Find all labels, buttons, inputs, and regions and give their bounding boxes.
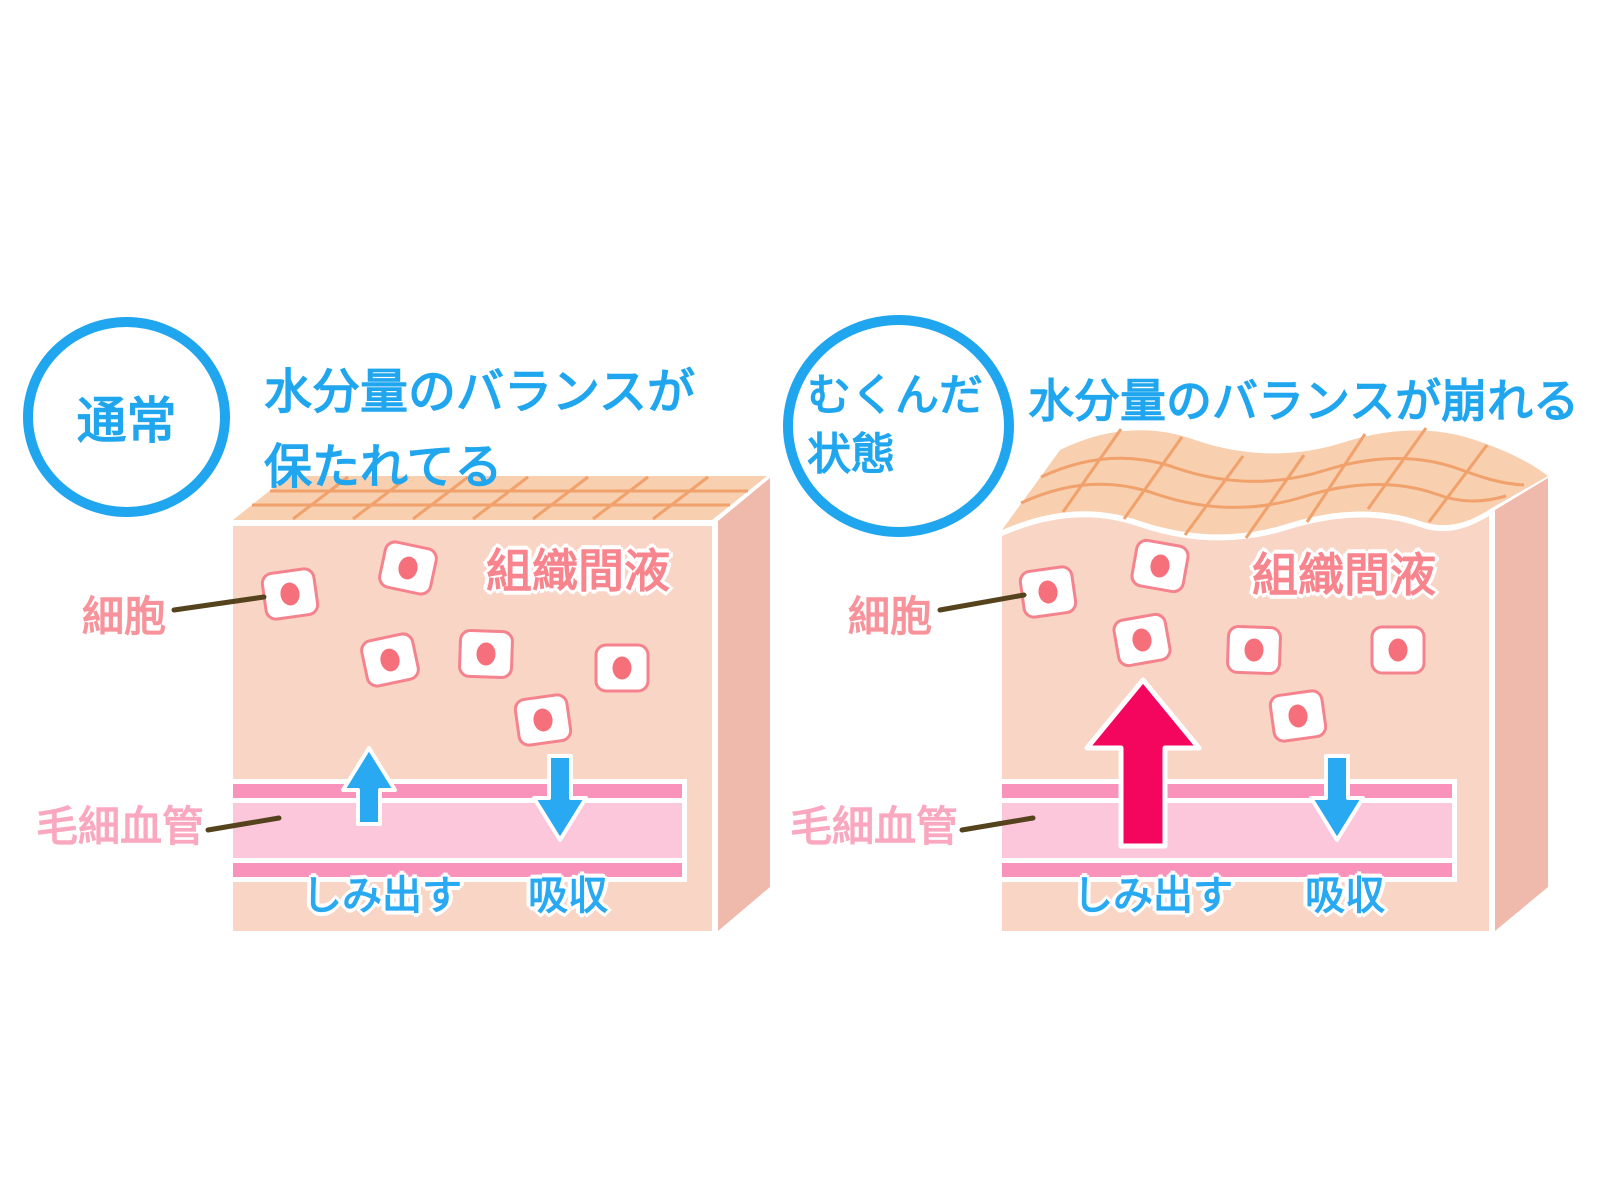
capillary-lumen [233, 803, 682, 858]
right-headline: 水分量のバランスが崩れる [1028, 372, 1579, 432]
swollen-state-badge: むくんだ 状態 [783, 315, 1014, 537]
seep-out-label: しみ出す [302, 874, 462, 918]
normal-state-badge: 通常 [23, 317, 230, 517]
badge-label: 通常 [76, 393, 177, 449]
capillary-label: 毛細血管 [790, 803, 959, 850]
seep-out-label: しみ出す [1073, 874, 1233, 918]
absorb-label: 吸収 [1305, 874, 1385, 918]
cell-icon [1112, 612, 1172, 668]
headline-line: 水分量のバランスが [264, 366, 696, 419]
interstitial-fluid-label: 組織間液 [486, 545, 670, 597]
interstitial-fluid-label: 組織間液 [1252, 549, 1436, 601]
capillary-wall-top [233, 784, 682, 798]
absorb-arrow-icon [532, 754, 588, 842]
skin-texture-grid [252, 475, 748, 521]
cell-icon [1226, 624, 1282, 676]
headline-line: 水分量のバランスが崩れる [1028, 375, 1580, 427]
capillary-vessel [997, 779, 1457, 882]
seep-arrow-icon [341, 746, 397, 826]
cell-icon [378, 540, 438, 596]
capillary-leader-line [205, 815, 282, 833]
capillary-vessel [228, 779, 687, 882]
skin-top-face [1002, 430, 1548, 535]
cell-icon [594, 643, 650, 693]
cell-icon [1268, 689, 1328, 743]
skin-side-face [718, 478, 770, 931]
absorb-arrow-icon [1309, 754, 1365, 842]
cell-leader-line [171, 594, 267, 613]
capillary-label: 毛細血管 [36, 803, 205, 850]
cell-icon [1370, 625, 1426, 675]
cell-leader-line [937, 592, 1027, 613]
right-skin-block [937, 427, 1548, 931]
skin-texture-grid [1020, 427, 1525, 539]
capillary-leader-line [959, 815, 1036, 833]
cell-icon [1130, 538, 1190, 594]
badge-label: むくんだ [807, 371, 983, 421]
cell-label: 細胞 [848, 593, 933, 640]
badge-label: 状態 [807, 430, 895, 479]
headline-line: 保たれてる [264, 440, 503, 494]
cell-icon [513, 693, 573, 747]
left-headline: 水分量のバランスが 保たれてる [264, 356, 695, 506]
capillary-wall-bottom [233, 863, 682, 877]
capillary-wall-bottom [1002, 863, 1452, 877]
left-skin-block [171, 475, 770, 931]
cell-icon [1018, 565, 1078, 619]
cell-icon [458, 628, 514, 680]
skin-side-face [1495, 478, 1548, 931]
swell-arrow-icon [1084, 677, 1202, 849]
cell-icon [260, 567, 320, 621]
cell-icon [360, 632, 420, 688]
capillary-lumen [1002, 803, 1452, 858]
cell-label: 細胞 [82, 593, 167, 640]
absorb-label: 吸収 [528, 874, 608, 918]
capillary-wall-top [1002, 784, 1452, 798]
